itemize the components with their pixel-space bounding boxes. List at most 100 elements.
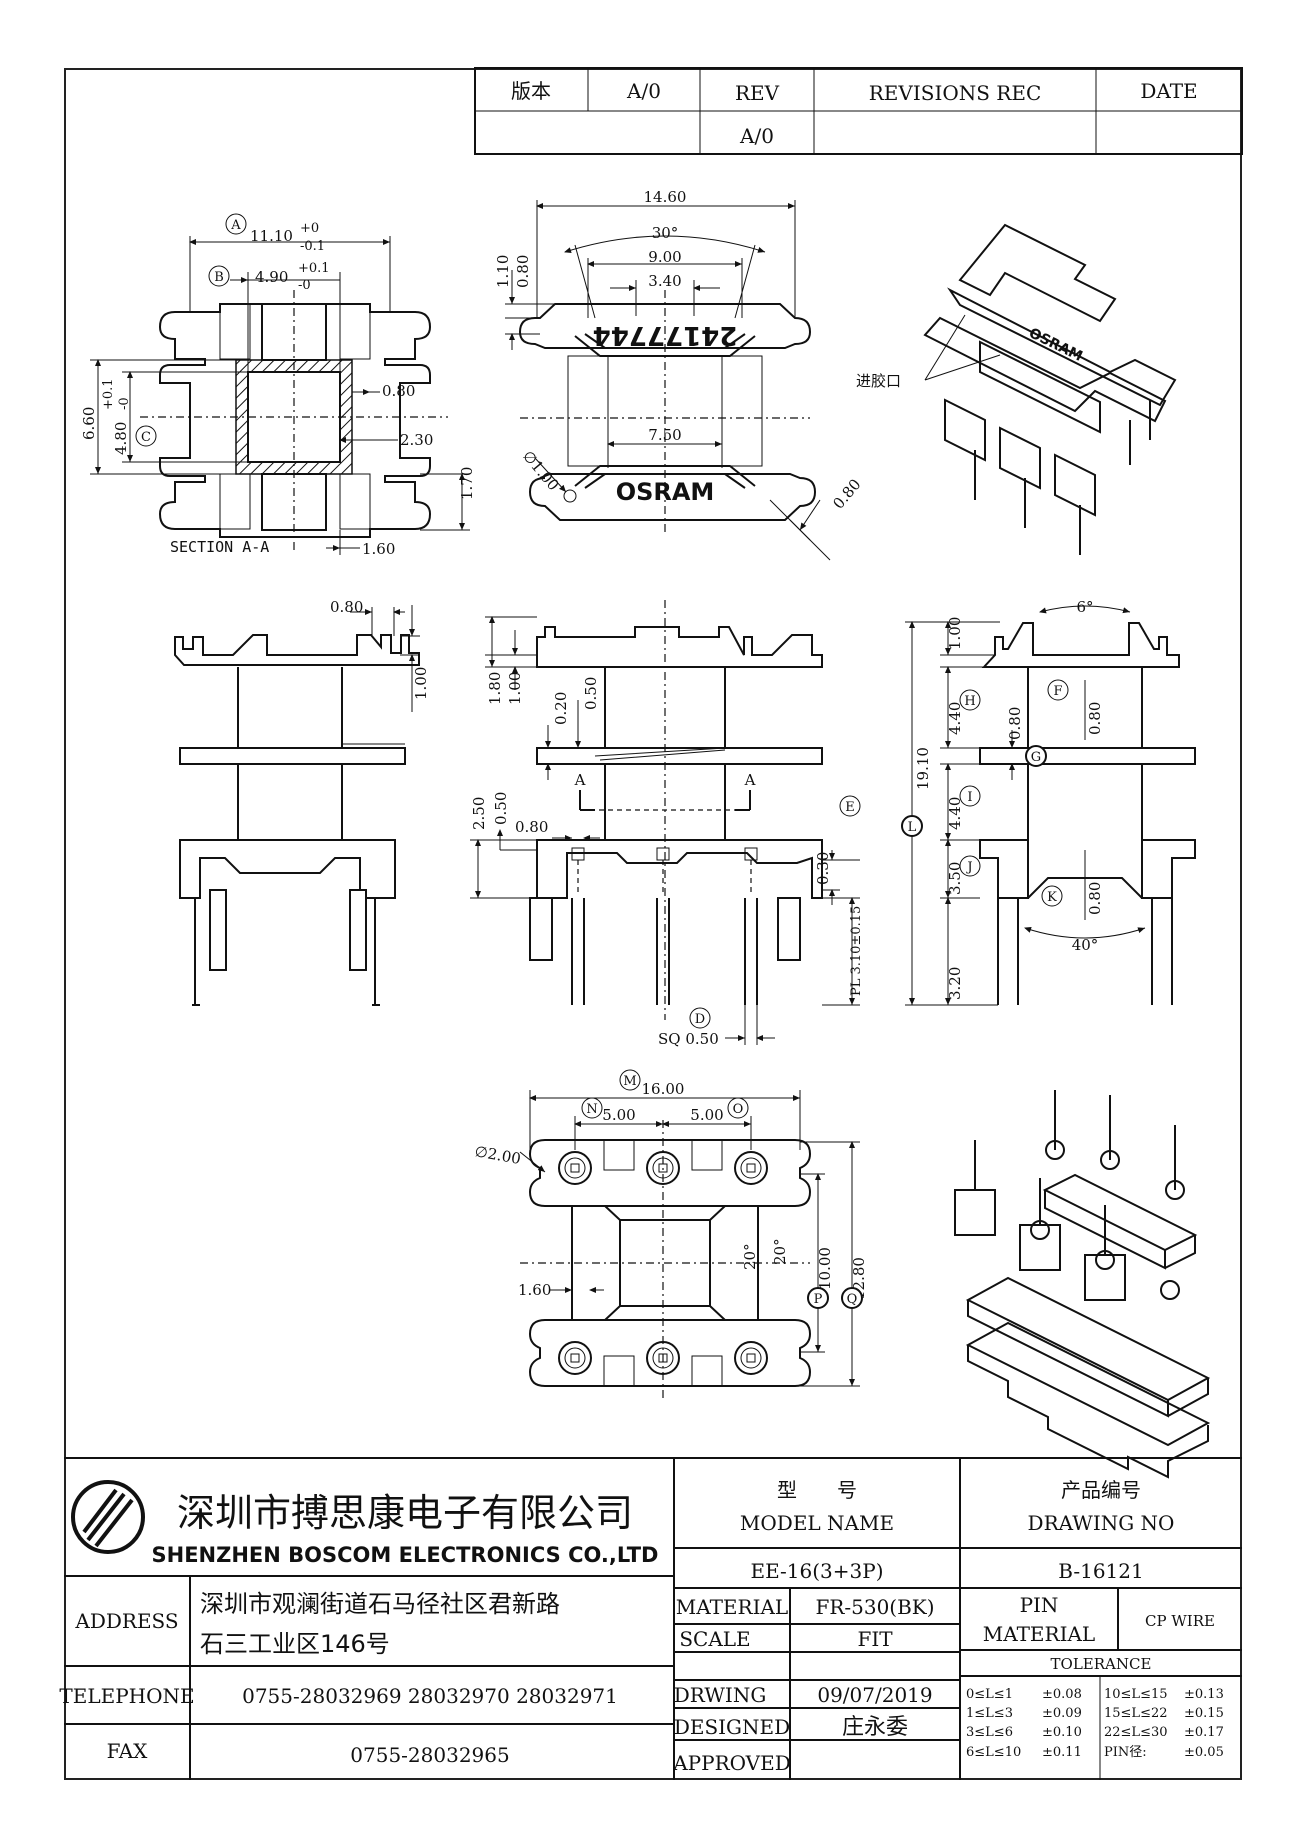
front-dim-d8: 0.30 bbox=[814, 852, 832, 885]
marker-h: H bbox=[964, 694, 975, 709]
right-dim-angle-top: 6° bbox=[1076, 598, 1093, 616]
top-dim-edge: 0.80 bbox=[829, 475, 864, 512]
tol-value: ±0.13 bbox=[1184, 1687, 1224, 1702]
tol-value: ±0.05 bbox=[1184, 1745, 1224, 1760]
marker-f: F bbox=[1053, 684, 1062, 699]
model-value: EE-16(3+3P) bbox=[750, 1559, 883, 1583]
designed-value: 庄永委 bbox=[842, 1715, 908, 1740]
pin-material-label-1: PIN bbox=[1020, 1593, 1059, 1617]
left-dim-step: 1.00 bbox=[412, 667, 430, 700]
section-mark-right: A bbox=[744, 771, 756, 789]
right-dim-total: 19.10 bbox=[914, 747, 932, 790]
dim-a: 11.10 bbox=[250, 227, 293, 245]
fax-label: FAX bbox=[107, 1739, 149, 1763]
tol-value: ±0.09 bbox=[1042, 1706, 1082, 1721]
iso-brand: OSRAM bbox=[1026, 325, 1085, 365]
tolerance-table: 0≤L≤1 ±0.08 1≤L≤3 ±0.09 3≤L≤6 ±0.10 6≤L≤… bbox=[966, 1687, 1224, 1760]
marker-p: P bbox=[814, 1292, 823, 1307]
tol-range: 22≤L≤30 bbox=[1104, 1725, 1168, 1740]
right-dim-h1: 4.40 bbox=[946, 702, 964, 735]
company-logo bbox=[71, 1480, 145, 1554]
tol-value: ±0.17 bbox=[1184, 1725, 1224, 1740]
marker-e: E bbox=[845, 800, 855, 815]
front-dim-d7: 0.80 bbox=[515, 818, 548, 836]
section-view: A 11.10 +0 -0.1 B 4.90 +0.1 -0 6.60 4.80… bbox=[80, 213, 476, 558]
pin-material-value: CP WIRE bbox=[1145, 1612, 1215, 1630]
fax-value: 0755-28032965 bbox=[350, 1743, 509, 1767]
front-dim-pl: PL 3.10±0.15 bbox=[849, 906, 864, 996]
front-dim-sq: SQ 0.50 bbox=[658, 1030, 719, 1048]
title-block: 深圳市搏思康电子有限公司 SHENZHEN BOSCOM ELECTRONICS… bbox=[59, 1457, 1242, 1780]
bottom-dim-pitch2: 5.00 bbox=[690, 1106, 723, 1124]
drawing-date: 09/07/2019 bbox=[817, 1683, 932, 1707]
front-dim-d4: 0.50 bbox=[582, 677, 600, 710]
designed-label: DESIGNED bbox=[674, 1715, 790, 1739]
front-view: A A 1.80 1.00 0.20 0.50 2.50 0.50 0.80 P… bbox=[470, 600, 864, 1048]
marker-g: G bbox=[1031, 750, 1041, 765]
model-name-en: MODEL NAME bbox=[740, 1511, 894, 1535]
rev-value: A/0 bbox=[739, 124, 774, 148]
marker-o: O bbox=[733, 1102, 744, 1117]
dim-wall: 0.80 bbox=[382, 382, 415, 400]
top-dim-t2: 0.80 bbox=[514, 255, 532, 288]
bottom-dim-width: 16.00 bbox=[642, 1080, 685, 1098]
marker-b: B bbox=[214, 270, 224, 285]
iso-view-bottom bbox=[954, 1090, 1211, 1479]
dim-a-tol-bot: -0.1 bbox=[300, 239, 325, 254]
bottom-dim-pitch1: 5.00 bbox=[602, 1106, 635, 1124]
dim-side: 2.30 bbox=[400, 431, 433, 449]
dim-a-tol-top: +0 bbox=[300, 221, 319, 236]
dim-b-tol-top: +0.1 bbox=[298, 261, 330, 276]
dim-c-tol-bot: -0 bbox=[117, 397, 132, 410]
telephone-value: 0755-28032969 28032970 28032971 bbox=[242, 1684, 618, 1708]
marker-k: K bbox=[1047, 890, 1057, 905]
right-dim-top: 1.00 bbox=[946, 617, 964, 650]
version-label: 版本 bbox=[511, 79, 551, 103]
tol-range: PIN径: bbox=[1104, 1745, 1147, 1760]
marker-d: D bbox=[695, 1012, 705, 1027]
dim-b-tol-bot: -0 bbox=[298, 278, 311, 293]
marker-q: Q bbox=[847, 1292, 858, 1307]
top-dim-pin: 7.50 bbox=[648, 426, 681, 444]
marker-a: A bbox=[230, 218, 241, 233]
dim-w: 6.60 bbox=[80, 407, 98, 440]
left-dim-top: 0.80 bbox=[330, 598, 363, 616]
section-mark-left: A bbox=[574, 771, 586, 789]
scale-value: FIT bbox=[857, 1627, 893, 1651]
tol-range: 10≤L≤15 bbox=[1104, 1687, 1168, 1702]
top-dim-angle: 30° bbox=[652, 224, 679, 242]
dim-b: 4.90 bbox=[255, 268, 288, 286]
marker-l: L bbox=[908, 820, 917, 835]
top-dim-inner: 9.00 bbox=[648, 248, 681, 266]
tol-range: 15≤L≤22 bbox=[1104, 1706, 1168, 1721]
marker-m: M bbox=[623, 1074, 636, 1089]
dim-c: 4.80 bbox=[112, 422, 130, 455]
drawing-no-en: DRAWING NO bbox=[1028, 1511, 1175, 1535]
tol-value: ±0.11 bbox=[1042, 1745, 1082, 1760]
company-name-en: SHENZHEN BOSCOM ELECTRONICS CO.,LTD bbox=[152, 1543, 659, 1567]
side-view-right: 6° 40° 19.10 L 1.00 4.40 H 4.40 I 3.50 J… bbox=[901, 598, 1196, 1006]
top-dim-hole: ∅1.00 bbox=[519, 447, 563, 494]
top-dim-slot: 3.40 bbox=[648, 272, 681, 290]
dim-h: 1.70 bbox=[458, 467, 476, 500]
drawing-date-label: DRWING bbox=[674, 1683, 767, 1707]
front-dim-d3: 0.20 bbox=[552, 692, 570, 725]
right-dim-f: 0.80 bbox=[1086, 702, 1104, 735]
top-dim-t1: 1.10 bbox=[494, 255, 512, 288]
approved-label: APPROVED bbox=[672, 1751, 791, 1775]
material-label: MATERIAL bbox=[676, 1595, 788, 1619]
address-label: ADDRESS bbox=[74, 1609, 178, 1633]
model-name-cn: 型 号 bbox=[777, 1478, 857, 1502]
version-value: A/0 bbox=[626, 79, 661, 103]
side-view-left: 0.80 1.00 bbox=[174, 598, 430, 1006]
front-dim-d6: 0.50 bbox=[492, 792, 510, 825]
iso-view-top: OSRAM 进胶口 bbox=[856, 223, 1177, 555]
pin-material-label-2: MATERIAL bbox=[983, 1622, 1095, 1646]
tol-range: 6≤L≤10 bbox=[966, 1745, 1021, 1760]
rev-label: REV bbox=[735, 81, 780, 105]
tol-range: 0≤L≤1 bbox=[966, 1687, 1013, 1702]
dim-flange: 1.60 bbox=[362, 540, 395, 558]
tol-value: ±0.08 bbox=[1042, 1687, 1082, 1702]
